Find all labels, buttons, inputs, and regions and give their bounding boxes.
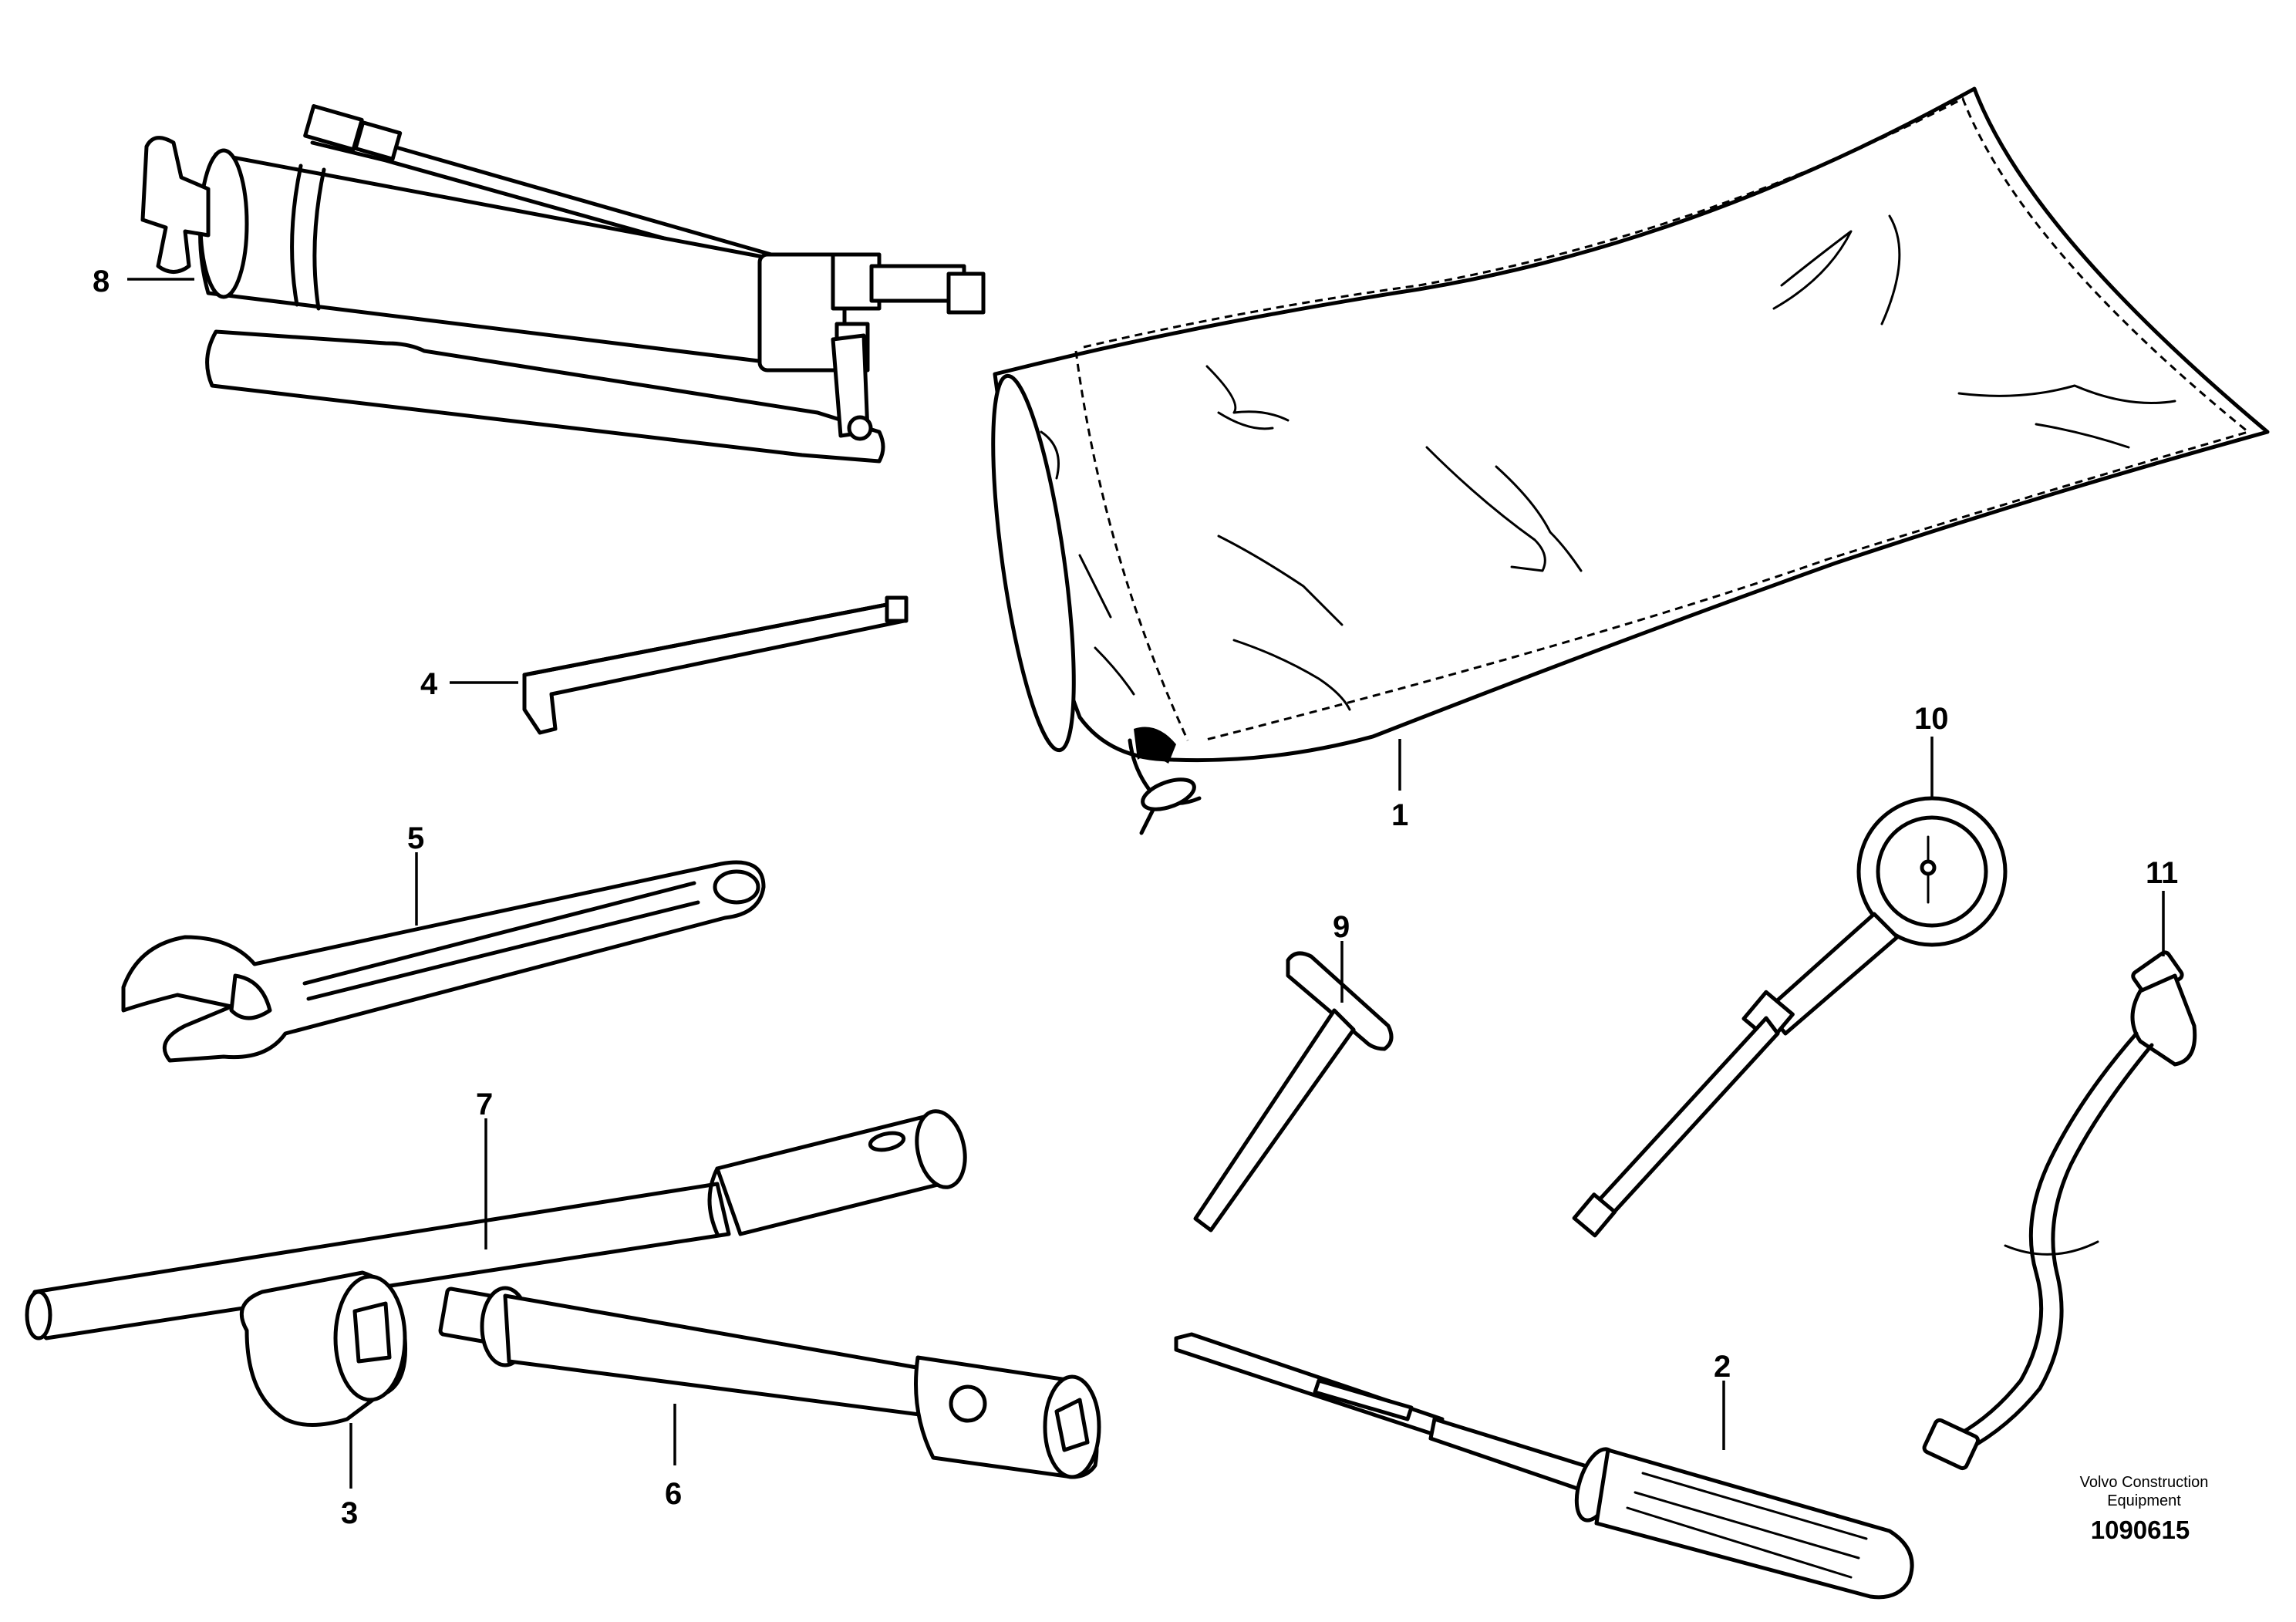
callout-11: 11 [2146,856,2178,890]
callout-7: 7 [476,1088,493,1121]
grease-gun [127,104,986,464]
socket [239,1270,408,1489]
screwdriver [1174,1332,1914,1600]
socket-extension [438,1286,1101,1479]
callout-10: 10 [1914,702,1949,736]
credit-line-2: Equipment [2107,1492,2181,1509]
diagram-part-number: 1090615 [2091,1516,2190,1544]
callout-8: 8 [93,265,110,298]
callout-2: 2 [1714,1350,1731,1384]
callout-5: 5 [407,821,424,855]
callout-3: 3 [341,1496,358,1530]
callout-4: 4 [420,667,438,701]
tire-pressure-gauge [1572,737,2008,1238]
callout-6: 6 [665,1477,682,1511]
air-chuck-hose [1922,891,2197,1471]
tool-bag [991,86,2270,835]
box-spanner-bar [25,1109,967,1340]
callout-1: 1 [1391,798,1408,832]
adjustable-wrench [121,852,766,1063]
callout-9: 9 [1333,910,1350,944]
hex-key [450,595,909,735]
credit-line-1: Volvo Construction [2080,1474,2209,1491]
t-handle-key [1193,941,1394,1233]
